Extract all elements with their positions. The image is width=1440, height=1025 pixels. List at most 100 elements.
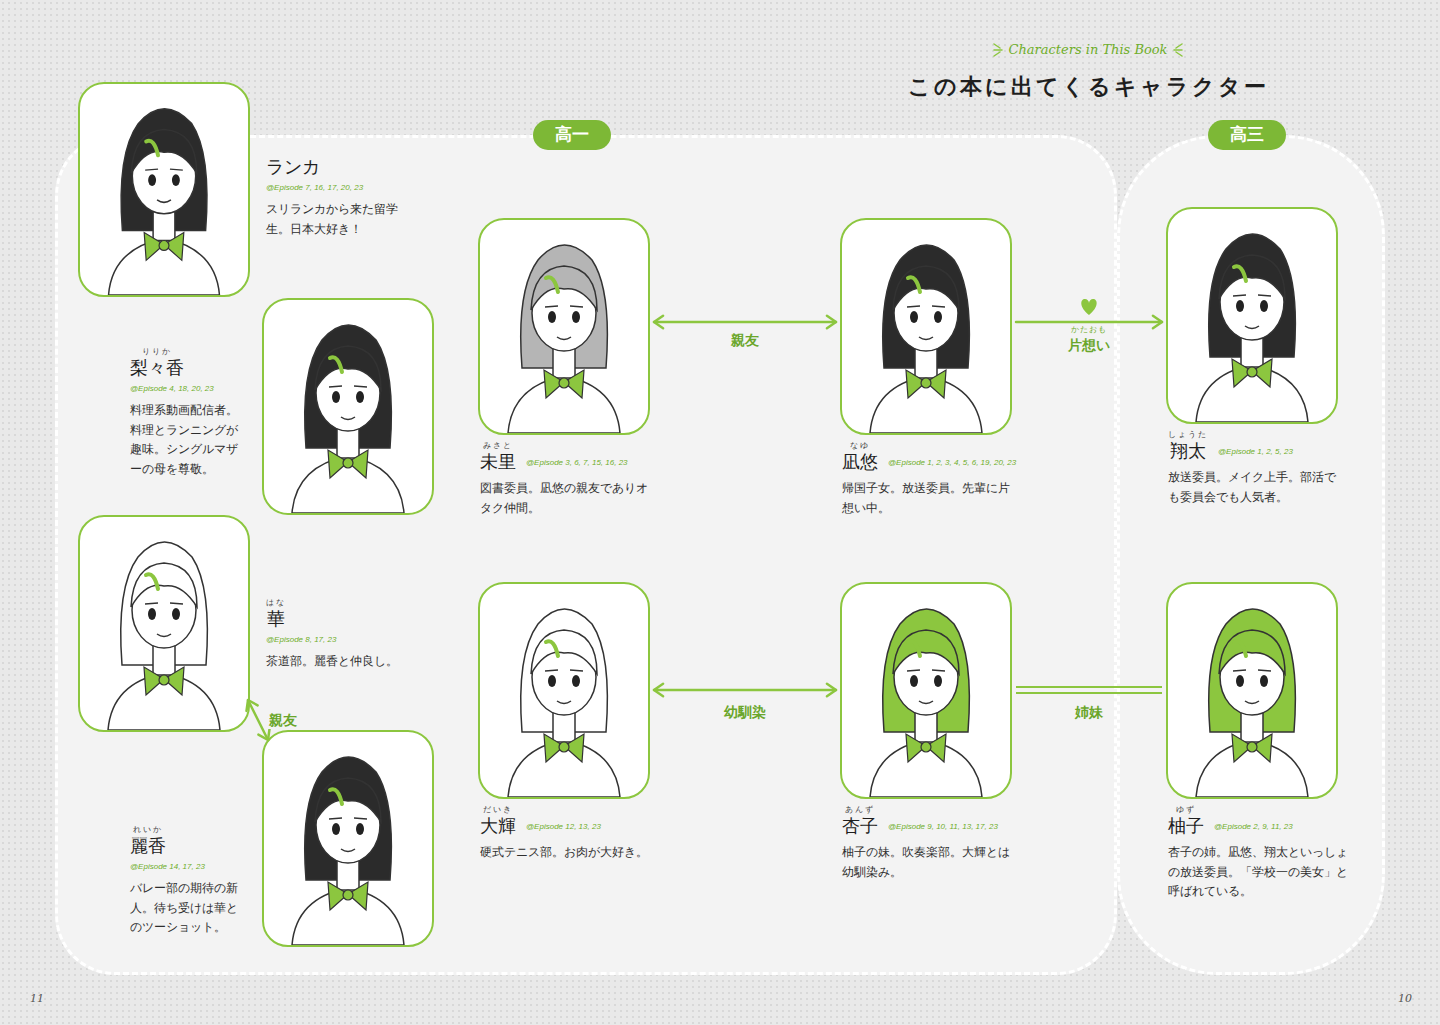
- note-label: Characters in This Book: [1008, 42, 1167, 57]
- page-title: この本に出てくるキャラクター: [908, 72, 1269, 102]
- portrait: [1196, 234, 1308, 422]
- arrow-head: [654, 316, 663, 328]
- name-row: あんず杏子 @Episode 9, 10, 11, 13, 17, 23: [842, 805, 1020, 837]
- character-name: ランカ: [266, 156, 320, 178]
- character-desc: 杏子の姉。凪悠、翔太といっしょの放送委員。「学校一の美女」と呼ばれている。: [1168, 843, 1352, 902]
- name-row: ランカ @Episode 7, 16, 17, 20, 23: [266, 156, 406, 194]
- character-desc: スリランカから来た留学生。日本大好き！: [266, 200, 406, 239]
- arrow-head: [258, 729, 269, 740]
- name-column: はな華: [266, 598, 286, 630]
- character-desc: 放送委員。メイク上手。部活でも委員会でも人気者。: [1168, 468, 1346, 507]
- connector-line: [1016, 692, 1162, 694]
- relation-label: 片想い: [1065, 336, 1113, 354]
- name-column: ランカ: [266, 156, 320, 178]
- character-ep: @Episode 1, 2, 5, 23: [1218, 446, 1293, 458]
- name-column: りりか梨々香: [130, 347, 184, 379]
- name-column: だいき大輝: [480, 805, 516, 837]
- character-frame: ゆず柚子@Episode 2, 9, 11, 23杏子の姉。凪悠、翔太といっしょ…: [1166, 582, 1338, 799]
- heart-symbol: [1081, 299, 1096, 315]
- character-name: 大輝: [480, 815, 516, 837]
- connector-line: [1016, 321, 1162, 324]
- character-ruby: しょうた: [1168, 430, 1208, 440]
- connector-line: [1016, 686, 1162, 688]
- connector-line: [654, 689, 836, 692]
- name-row: はな華 @Episode 8, 17, 23: [266, 591, 416, 646]
- character-name: 梨々香: [130, 357, 184, 379]
- name-row: だいき大輝 @Episode 12, 13, 23: [480, 805, 656, 837]
- description-area: バレー部の期待の新人。待ち受けは華とのツーショット。: [130, 879, 248, 938]
- relation-connector: [654, 316, 836, 328]
- character-info: しょうた翔太@Episode 1, 2, 5, 23 放送委員。メイク上手。部活で…: [1168, 430, 1346, 507]
- character-name: 麗香: [130, 835, 166, 857]
- character-ep: @Episode 4, 18, 20, 23: [130, 383, 248, 395]
- description-area: 図書委員。凪悠の親友でありオタク仲間。: [480, 479, 656, 518]
- arrow-head: [247, 700, 258, 711]
- character-frame: れいか麗香@Episode 14, 17, 23バレー部の期待の新人。待ち受けは…: [262, 730, 434, 947]
- description-area: 杏子の姉。凪悠、翔太といっしょの放送委員。「学校一の美女」と呼ばれている。: [1168, 843, 1352, 902]
- character-ep: @Episode 3, 6, 7, 15, 16, 23: [526, 457, 628, 469]
- character-desc: 帰国子女。放送委員。先輩に片想い中。: [842, 479, 1018, 518]
- character-desc: 茶道部。麗香と仲良し。: [266, 652, 416, 672]
- character-info: れいか麗香 @Episode 14, 17, 23 バレー部の期待の新人。待ち受けは…: [130, 818, 248, 938]
- character-ep: @Episode 2, 9, 11, 23: [1214, 821, 1293, 833]
- portrait: [1196, 609, 1308, 797]
- portrait: [292, 325, 404, 513]
- arrow-head: [827, 316, 836, 328]
- arrow-head: [827, 684, 836, 696]
- character-frame: みさと未里@Episode 3, 6, 7, 15, 16, 23図書委員。凪悠…: [478, 218, 650, 435]
- character-info: みさと未里 @Episode 3, 6, 7, 15, 16, 23 図書委員。凪悠…: [480, 441, 656, 518]
- character-desc: バレー部の期待の新人。待ち受けは華とのツーショット。: [130, 879, 248, 938]
- name-row: りりか梨々香 @Episode 4, 18, 20, 23: [130, 340, 248, 395]
- character-info: ランカ @Episode 7, 16, 17, 20, 23 スリランカから来た留学…: [266, 156, 406, 239]
- grade-region: 高三しょうた翔太@Episode 1, 2, 5, 23放送委員。メイク上手。部…: [1117, 135, 1385, 975]
- character-ruby: りりか: [142, 347, 172, 357]
- character-ruby: みさと: [483, 441, 513, 451]
- arrow-head: [1153, 316, 1162, 328]
- portrait: [292, 757, 404, 945]
- character-frame: はな華@Episode 8, 17, 23茶道部。麗香と仲良し。: [78, 515, 250, 732]
- character-info: りりか梨々香 @Episode 4, 18, 20, 23 料理系動画配信者。料理と…: [130, 340, 248, 479]
- character-ruby: れいか: [133, 825, 163, 835]
- character-ep: @Episode 12, 13, 23: [526, 821, 601, 833]
- name-column: ゆず柚子: [1168, 805, 1204, 837]
- relation-label: 姉妹: [1072, 703, 1106, 721]
- name-column: あんず杏子: [842, 805, 878, 837]
- note-label: 11: [30, 992, 44, 1005]
- relation-label: 親友: [728, 331, 762, 349]
- name-row: しょうた翔太@Episode 1, 2, 5, 23: [1168, 430, 1346, 462]
- character-info: なゆ凪悠@Episode 1, 2, 3, 4, 5, 6, 19, 20, 2…: [842, 441, 1018, 518]
- character-ep: @Episode 8, 17, 23: [266, 634, 416, 646]
- relation-connector: [1016, 687, 1162, 693]
- note-label: 10: [1398, 992, 1412, 1005]
- character-ep: @Episode 7, 16, 17, 20, 23: [266, 182, 406, 194]
- name-column: れいか麗香: [130, 825, 166, 857]
- description-area: 硬式テニス部。お肉が大好き。: [480, 843, 656, 863]
- description-area: 料理系動画配信者。料理とランニングが趣味。シングルマザーの母を尊敬。: [130, 401, 248, 479]
- character-name: 杏子: [842, 815, 878, 837]
- character-frame: あんず杏子@Episode 9, 10, 11, 13, 17, 23柚子の妹。…: [840, 582, 1012, 799]
- connector-line: [654, 321, 836, 324]
- character-desc: 料理系動画配信者。料理とランニングが趣味。シングルマザーの母を尊敬。: [130, 401, 248, 479]
- portrait: [109, 109, 220, 295]
- name-column: みさと未里: [480, 441, 516, 473]
- character-ruby: はな: [266, 598, 286, 608]
- portrait-grounds: [78, 82, 1338, 947]
- character-ep: @Episode 14, 17, 23: [130, 861, 248, 873]
- character-ep: @Episode 9, 10, 11, 13, 17, 23: [888, 821, 998, 833]
- name-row: れいか麗香 @Episode 14, 17, 23: [130, 818, 248, 873]
- description-area: 柚子の妹。吹奏楽部。大輝とは幼馴染み。: [842, 843, 1020, 882]
- grade-region: 高一ランカ@Episode 7, 16, 17, 20, 23スリランカから来た…: [55, 135, 1117, 975]
- note-label: かたおも: [1069, 325, 1109, 335]
- character-frame: だいき大輝@Episode 12, 13, 23硬式テニス部。お肉が大好き。: [478, 582, 650, 799]
- portrait: [508, 245, 620, 433]
- character-frame: しょうた翔太@Episode 1, 2, 5, 23放送委員。メイク上手。部活で…: [1166, 207, 1338, 424]
- portrait: [508, 609, 620, 797]
- character-desc: 図書委員。凪悠の親友でありオタク仲間。: [480, 479, 656, 518]
- character-ruby: ゆず: [1176, 805, 1196, 815]
- relation-label: 幼馴染: [721, 703, 769, 721]
- character-desc: 硬式テニス部。お肉が大好き。: [480, 843, 656, 863]
- portrait: [870, 245, 982, 433]
- character-frame: りりか梨々香@Episode 4, 18, 20, 23料理系動画配信者。料理と…: [262, 298, 434, 515]
